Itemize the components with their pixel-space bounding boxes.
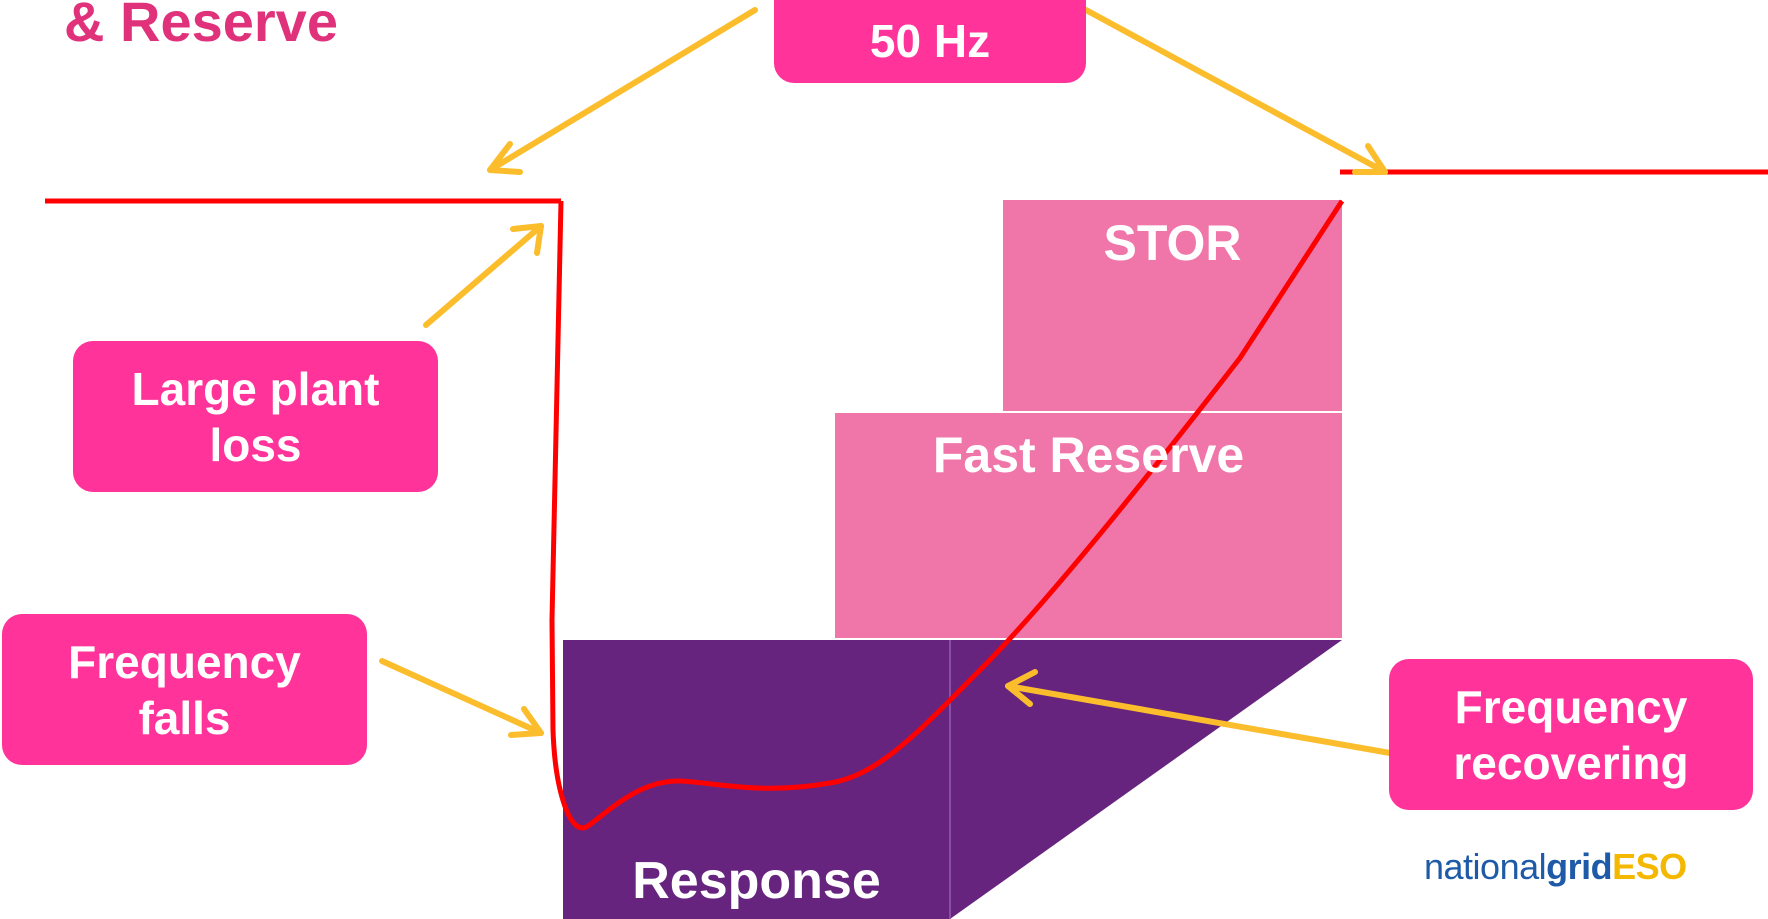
logo-part-eso: ESO xyxy=(1612,846,1687,887)
arrow-frequency-falls xyxy=(379,658,544,736)
arrow-plant-loss xyxy=(423,223,544,328)
stor-block xyxy=(1003,200,1342,411)
page-title: & Reserve xyxy=(64,0,338,53)
national-grid-eso-logo: nationalgridESO xyxy=(1424,846,1687,888)
frequency-trace xyxy=(549,199,1345,831)
arrow-head-plant-loss xyxy=(510,223,544,256)
arrow-head-frequency-recovering xyxy=(1005,669,1038,707)
callout-frequency-recovering-line2: recovering xyxy=(1453,736,1689,789)
callout-frequency-recovering: Frequency recovering xyxy=(1389,659,1753,810)
stor-label: STOR xyxy=(1103,215,1242,271)
arrow-frequency-recovering xyxy=(1005,683,1393,756)
callout-large-plant-loss-line2: loss xyxy=(209,418,302,471)
callout-large-plant-loss: Large plant loss xyxy=(73,341,438,492)
callout-frequency-falls-line2: falls xyxy=(138,691,231,744)
callout-frequency-recovering-line1: Frequency xyxy=(1454,680,1688,733)
arrow-to-left-baseline xyxy=(487,7,758,173)
callout-frequency-falls: Frequency falls xyxy=(2,614,367,765)
arrow-to-right-baseline xyxy=(1083,7,1388,175)
logo-part-grid: grid xyxy=(1546,846,1613,887)
arrow-head-right-baseline xyxy=(1352,143,1388,175)
arrow-head-left-baseline xyxy=(487,141,523,175)
fast-reserve-block xyxy=(835,413,1342,638)
callout-50hz-text: 50 Hz xyxy=(869,15,991,67)
response-label: Response xyxy=(632,852,881,910)
callout-frequency-falls-line1: Frequency xyxy=(68,635,301,688)
response-block xyxy=(563,640,950,919)
response-block-wedge xyxy=(950,640,1342,919)
logo-part-national: national xyxy=(1424,846,1547,887)
fast-reserve-label: Fast Reserve xyxy=(932,427,1245,483)
callout-50hz: 50 Hz xyxy=(774,0,1086,83)
callout-large-plant-loss-line1: Large plant xyxy=(131,362,380,415)
arrow-head-frequency-falls xyxy=(508,706,544,738)
